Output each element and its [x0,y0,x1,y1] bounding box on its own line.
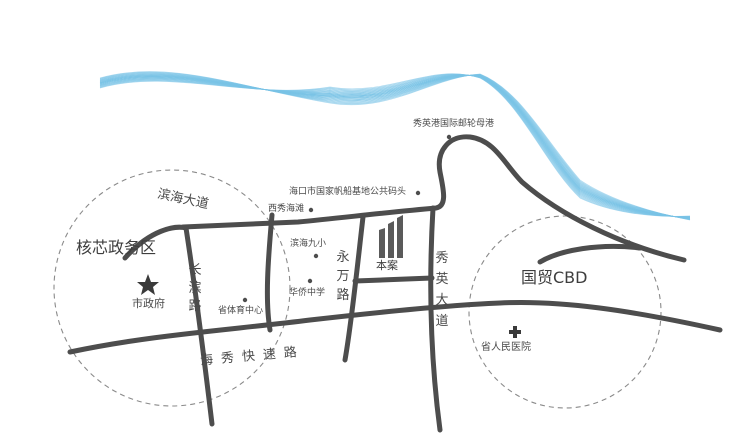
wave-line [99,73,691,217]
school-primary-dot-icon [313,253,319,259]
binhai-avenue-road [180,134,687,263]
changbin-road-label: 长滨路 [188,263,202,314]
hospital-label: 省人民医院 [481,342,531,353]
haixiu-expressway [67,299,723,355]
beach-label: 西秀海滩 [268,204,305,214]
project-block [352,275,435,284]
stadium-dot-icon [242,297,248,303]
school-middle-label: 华侨中学 [289,288,326,298]
yongwan-road-label: 永万路 [336,250,350,303]
beach-dot-icon [308,207,314,213]
pier-label: 海口市国家帆船基地公共码头 [289,187,407,197]
xiuying-avenue-road [428,205,443,433]
port-dot-icon [446,134,452,140]
school-middle-dot-icon [307,278,313,284]
govt-district-circle [53,169,291,407]
sea-waves [99,71,691,221]
school-primary-label: 滨海九小 [290,239,327,249]
cbd-district-label: 国贸CBD [521,268,588,287]
port-label: 秀英港国际邮轮母港 [413,119,495,129]
changbin-road [183,225,215,427]
govt-district-label: 核芯政务区 [76,238,157,257]
yongwan-road [342,214,366,363]
cbd-district-circle [468,215,662,409]
pier-dot-icon [415,190,421,196]
left-upper-road [122,224,189,261]
xiuying-avenue-label: 秀英大道 [435,251,449,329]
cross-icon [509,326,521,338]
city-hall-label: 市政府 [132,297,165,310]
star-icon [137,274,159,295]
building-icon [379,215,403,258]
stadium-label: 省体育中心 [218,306,264,316]
right-side-road [537,243,643,265]
north-south-road-lower [264,212,275,333]
project-label: 本案 [376,259,398,272]
